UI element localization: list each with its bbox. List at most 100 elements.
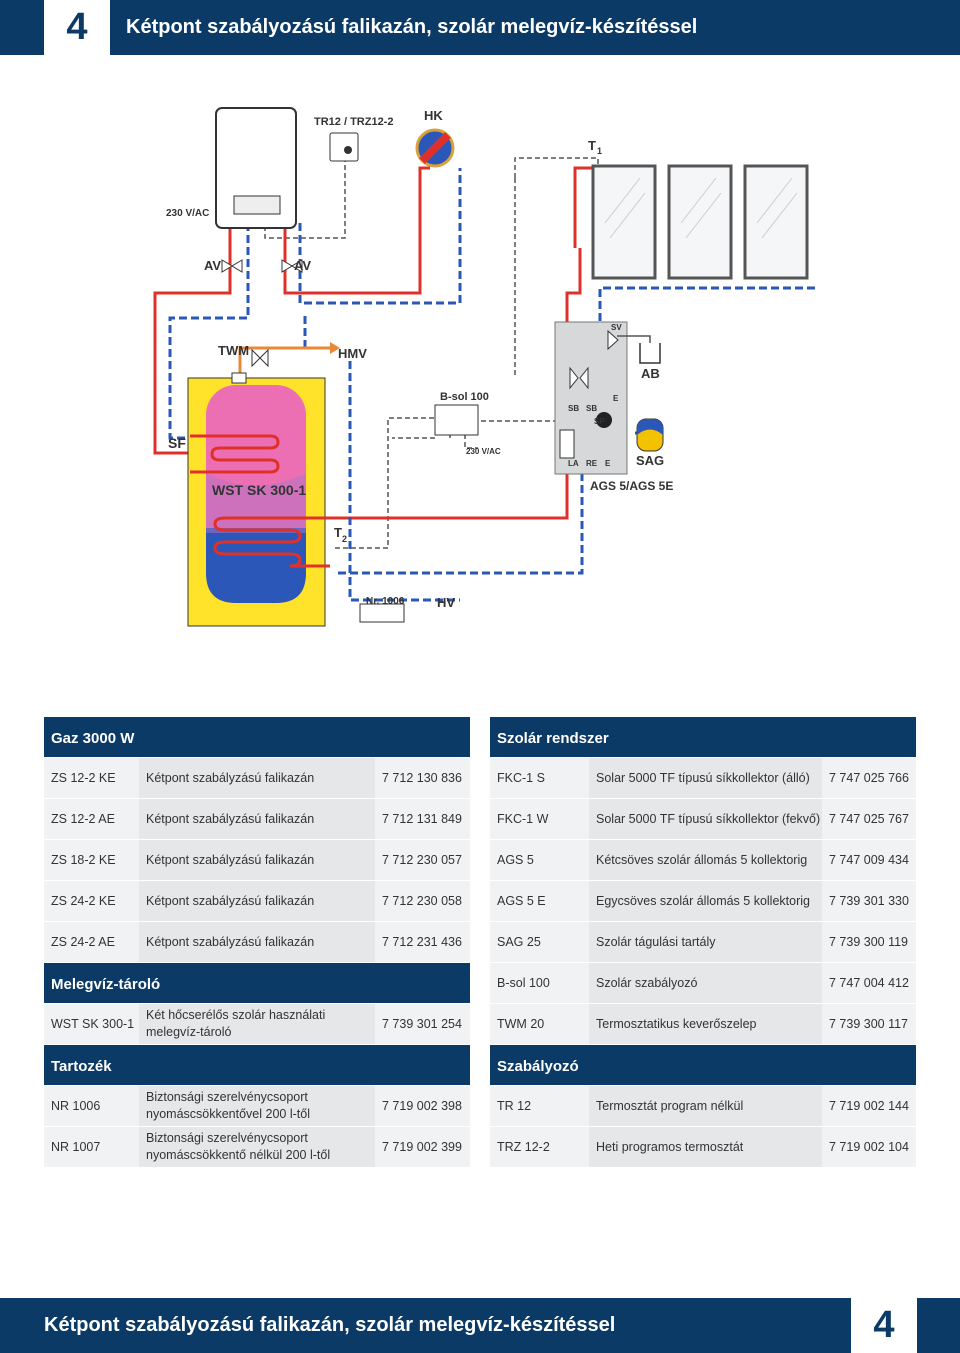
collector-panel-icon [591, 164, 657, 280]
article-number: 7 712 231 436 [375, 922, 470, 962]
tank-outlet-icon [231, 372, 247, 384]
collector-glare-icon [604, 177, 646, 239]
page-title: Kétpont szabályozású falikazán, szolár m… [126, 16, 698, 38]
table-row: SAG 25 Szolár tágulási tartály 7 739 300… [490, 922, 916, 963]
product-description: Kétpont szabályzású falikazán [139, 922, 375, 962]
label-t1-sub: 1 [597, 146, 602, 156]
table-row: ZS 24-2 KE Kétpont szabályzású falikazán… [44, 881, 470, 922]
table-row: ZS 24-2 AE Kétpont szabályzású falikazán… [44, 922, 470, 963]
product-description: Kétpont szabályzású falikazán [139, 799, 375, 839]
boiler-display-icon [233, 195, 281, 215]
table-row: FKC-1 S Solar 5000 TF típusú síkkollekto… [490, 758, 916, 799]
product-code: B-sol 100 [490, 963, 589, 1003]
product-description: Termosztát program nélkül [589, 1086, 822, 1126]
article-number: 7 712 230 057 [375, 840, 470, 880]
collecting-vessel-line [617, 335, 651, 343]
label-av-2: AV [294, 258, 311, 273]
article-number: 7 719 002 104 [822, 1127, 916, 1167]
safety-group-icon [359, 603, 405, 623]
label-t1: T [588, 138, 596, 153]
section-szabalyozo-title: Szabályozó [490, 1045, 916, 1086]
product-description: Két hőcserélős szolár használati melegví… [139, 1004, 375, 1044]
shutoff-valve-icon [281, 259, 303, 273]
shutoff-valve-icon [221, 259, 243, 273]
table-row: TRZ 12-2 Heti programos termosztát 7 719… [490, 1127, 916, 1168]
label-e-2: E [605, 459, 611, 468]
product-description: Biztonsági szerelvénycsoport nyomáscsökk… [139, 1127, 375, 1167]
product-code: ZS 18-2 KE [44, 840, 139, 880]
station-valve-icon [569, 366, 589, 390]
table-row: TR 12 Termosztát program nélkül 7 719 00… [490, 1086, 916, 1127]
product-code: ZS 24-2 KE [44, 881, 139, 921]
product-code: ZS 12-2 AE [44, 799, 139, 839]
label-hk: HK [424, 108, 443, 123]
label-thermostat: TR12 / TRZ12-2 [314, 116, 393, 128]
collector-glare-icon [680, 177, 722, 239]
product-code: AGS 5 E [490, 881, 589, 921]
product-code: TR 12 [490, 1086, 589, 1126]
label-hv: HV [437, 595, 455, 610]
label-sv: SV [611, 323, 622, 332]
product-description: Kétpont szabályzású falikazán [139, 758, 375, 798]
page-header: 4 Kétpont szabályozású falikazán, szolár… [0, 0, 960, 55]
table-row: NR 1006 Biztonsági szerelvénycsoport nyo… [44, 1086, 470, 1127]
product-code: ZS 24-2 AE [44, 922, 139, 962]
cold-water-pipe [348, 361, 460, 602]
product-description: Solar 5000 TF típusú síkkollektor (fekvő… [589, 799, 822, 839]
section-gaz-title: Gaz 3000 W [44, 717, 470, 758]
solar-return-pipe [335, 473, 584, 575]
footer-chapter-number: 4 [851, 1298, 917, 1353]
chapter-number: 4 [44, 0, 110, 55]
label-nr: Nr. 1006 [366, 596, 405, 607]
boiler-flow-pipe [153, 223, 232, 455]
solar-station-icon [554, 321, 628, 475]
product-code: FKC-1 S [490, 758, 589, 798]
label-ags: AGS 5/AGS 5E [590, 479, 673, 493]
safety-valve-icon [607, 329, 619, 351]
product-code: TWM 20 [490, 1004, 589, 1044]
label-re: RE [586, 459, 598, 468]
label-hmv: HMV [338, 346, 367, 361]
article-number: 7 712 131 849 [375, 799, 470, 839]
product-code: ZS 12-2 KE [44, 758, 139, 798]
collector-glare-icon [756, 177, 798, 239]
product-code: FKC-1 W [490, 799, 589, 839]
collector-panel-icon [667, 164, 733, 280]
section-szolar-title: Szolár rendszer [490, 717, 916, 758]
table-row: TWM 20 Termosztatikus keverőszelep 7 739… [490, 1004, 916, 1045]
article-number: 7 719 002 398 [375, 1086, 470, 1126]
table-row: FKC-1 W Solar 5000 TF típusú síkkollekto… [490, 799, 916, 840]
table-row: WST SK 300-1 Két hőcserélős szolár haszn… [44, 1004, 470, 1045]
table-row: NR 1007 Biztonsági szerelvénycsoport nyo… [44, 1127, 470, 1168]
section-tartozek-title: Tartozék [44, 1045, 470, 1086]
label-av-1: AV [204, 258, 221, 273]
page-footer: Kétpont szabályozású falikazán, szolár m… [0, 1298, 960, 1353]
label-sf: SF [168, 435, 186, 451]
article-number: 7 747 004 412 [822, 963, 916, 1003]
label-sb-1: SB [568, 404, 579, 413]
product-description: Heti programos termosztát [589, 1127, 822, 1167]
label-e-1: E [613, 394, 619, 403]
heating-flow-pipe [283, 166, 430, 295]
heating-circuit-half-icon [419, 132, 451, 164]
left-product-table: Gaz 3000 W ZS 12-2 KE Kétpont szabályzás… [44, 717, 470, 1168]
table-row: AGS 5 E Egycsöves szolár állomás 5 kolle… [490, 881, 916, 922]
product-description: Solar 5000 TF típusú síkkollektor (álló) [589, 758, 822, 798]
collector-sensor-wire [514, 157, 599, 178]
boiler-return-pipe [168, 223, 250, 440]
product-description: Biztonsági szerelvénycsoport nyomáscsökk… [139, 1086, 375, 1126]
article-number: 7 719 002 399 [375, 1127, 470, 1167]
product-description: Szolár szabályozó [589, 963, 822, 1003]
footer-title: Kétpont szabályozású falikazán, szolár m… [44, 1314, 616, 1336]
label-twm: TWM [218, 343, 249, 358]
product-description: Szolár tágulási tartály [589, 922, 822, 962]
product-code: SAG 25 [490, 922, 589, 962]
label-power-controller: 230 V/AC [466, 447, 501, 456]
flow-meter-icon [559, 429, 575, 459]
controller-wire-tank-sensor [335, 417, 450, 549]
collecting-vessel-icon [639, 343, 661, 364]
hot-water-pipe [238, 346, 335, 373]
collector-hot-pipe [573, 166, 595, 248]
label-t2-sub: 2 [342, 534, 347, 544]
heating-return-pipe [298, 168, 462, 305]
